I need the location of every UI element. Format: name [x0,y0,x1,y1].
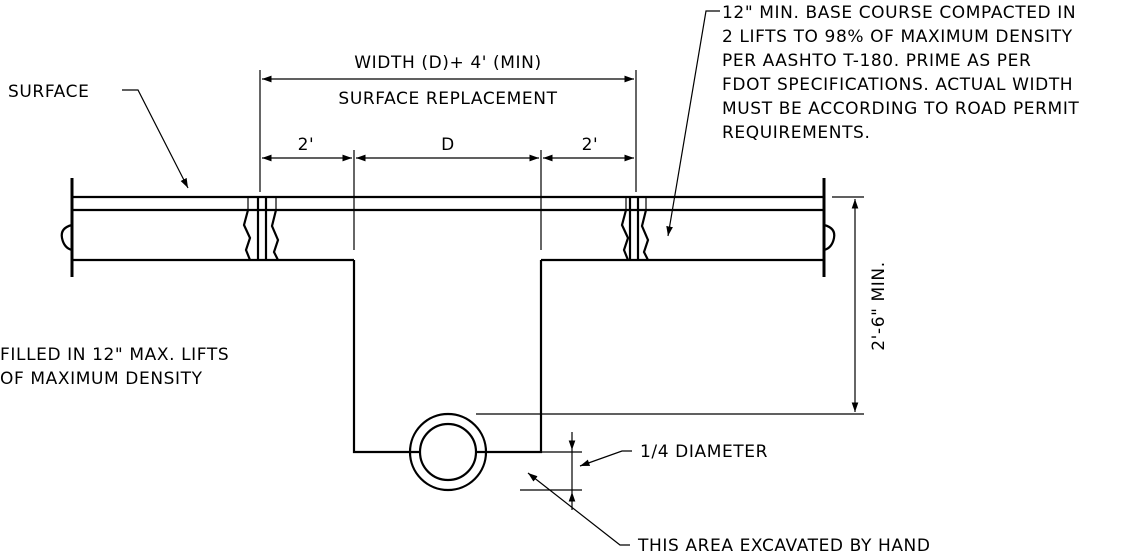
trench-right-wall [476,260,543,454]
base-course-note-line: PER AASHTO T-180. PRIME AS PER [722,51,1031,71]
left-sawcut-joint [242,197,280,261]
left-offset-label: 2' [298,135,315,155]
leaders [122,10,720,546]
right-sawcut-joint [620,197,650,261]
depth-label: 2'-6" MIN. [869,261,889,350]
base-course-note: 12" MIN. BASE COURSE COMPACTED IN 2 LIFT… [722,3,1079,143]
backfill-note-line: OF MAXIMUM DENSITY [0,369,203,389]
pipe-outer [408,412,488,492]
base-course-note-line: 12" MIN. BASE COURSE COMPACTED IN [722,3,1076,23]
base-course-note-line: FDOT SPECIFICATIONS. ACTUAL WIDTH [722,75,1073,95]
depth-dimension [476,196,864,415]
quarter-diameter-leader [579,450,632,467]
width-dimension-label: WIDTH (D)+ 4' (MIN) [354,53,541,73]
horizontal-dimensions [259,70,637,250]
backfill-note: FILLED IN 12" MAX. LIFTS OF MAXIMUM DENS… [0,345,229,389]
quarter-diameter-dimension [520,432,582,510]
left-break-symbol [60,223,73,252]
pavement-section [60,178,836,277]
trench [352,260,543,492]
surface-replacement-label: SURFACE REPLACEMENT [338,89,557,109]
trench-width-label: D [441,135,455,155]
hand-excavation-label: THIS AREA EXCAVATED BY HAND [637,536,931,554]
surface-label: SURFACE [8,82,89,102]
backfill-note-line: FILLED IN 12" MAX. LIFTS [0,345,229,365]
base-course-leader [666,10,720,237]
right-offset-label: 2' [582,135,599,155]
asphalt-middle [275,196,627,211]
right-break-symbol [823,223,836,252]
base-course-note-line: 2 LIFTS TO 98% OF MAXIMUM DENSITY [722,27,1073,47]
hand-excavation-leader [527,472,630,546]
asphalt-left [71,196,249,211]
quarter-diameter-label: 1/4 DIAMETER [640,442,768,462]
pipe-inner [418,422,478,482]
surface-leader [122,89,189,189]
base-course-note-line: REQUIREMENTS. [722,123,870,143]
trench-left-wall [352,260,420,454]
base-course-note-line: MUST BE ACCORDING TO ROAD PERMIT [722,99,1079,119]
